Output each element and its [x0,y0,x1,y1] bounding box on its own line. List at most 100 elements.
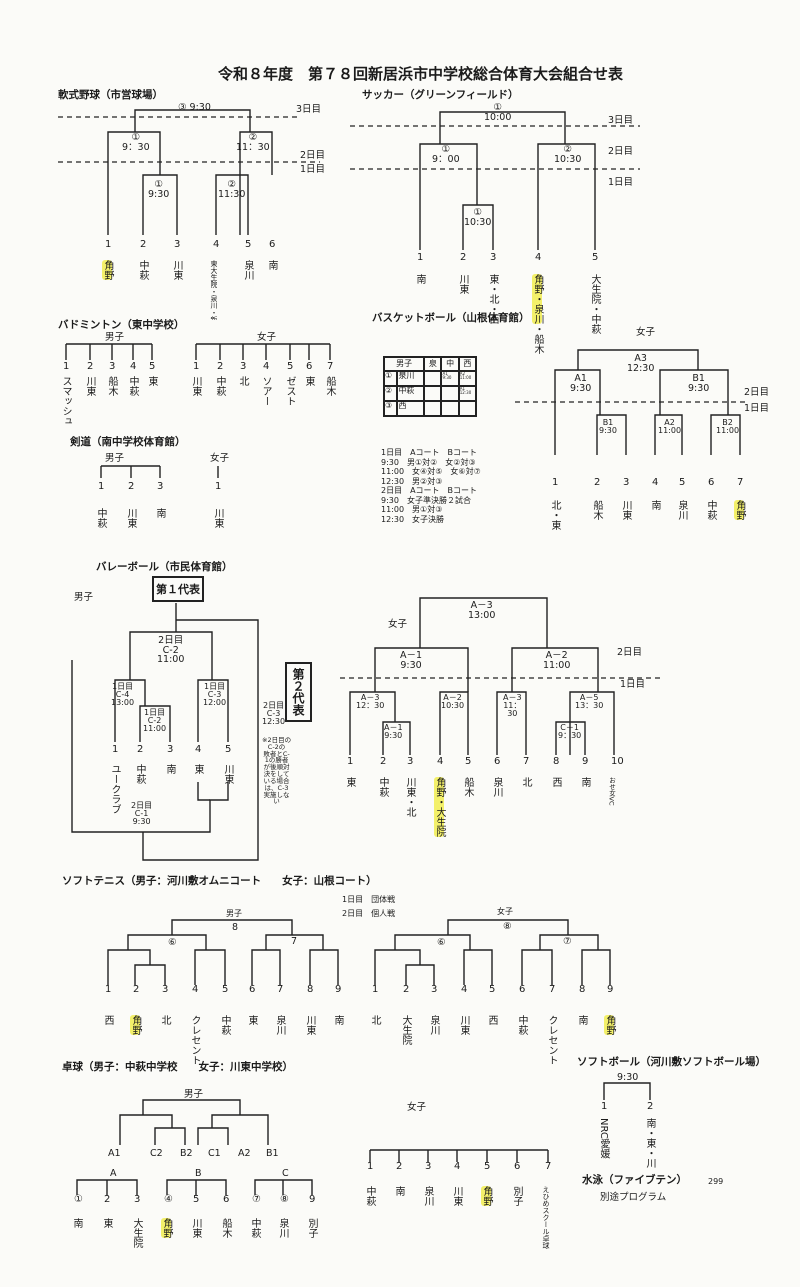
entry-number: 3 [174,239,181,250]
team-name: 角野 [481,1186,492,1206]
team-name: 川東 [222,764,233,784]
schedule-line: 11:00 女④対⑤ 女⑥対⑦ [381,467,481,476]
match-label: A－3 13:00 [468,600,496,621]
entry-number: 2 [380,756,387,767]
match-label: ① 9：30 [122,132,150,153]
entry-number: 2 [104,1194,111,1205]
section-heading-softball: ソフトボール（河川敷ソフトボール場） [577,1056,766,1068]
match-connector [463,949,493,985]
entry-number: 2 [647,1101,654,1112]
match-connector [142,174,178,235]
schedule-line: 12:30 男②対③ [381,476,443,486]
match-connector [239,131,273,235]
entry-number: 9 [607,984,614,995]
team-name: 川東 [620,500,631,520]
table-cell: A1 12:30 [458,386,476,401]
team-name: 泉川 [277,1218,288,1238]
entry-number: 1 [417,252,424,263]
group-letter: A [110,1168,117,1179]
second-representative-box: 第２代表 [285,662,312,722]
match-label: B1 9:30 [688,373,710,394]
match-connector [710,414,741,455]
bracket-line [154,1127,186,1145]
bracket-slot: B1 [266,1148,279,1159]
team-name: NRC愛媛 [598,1118,609,1159]
group-label: 女子 [636,327,656,338]
schedule-line: 9:30 女子準決勝２試合 [381,495,471,505]
match-label: ⑥ [168,937,177,948]
entry-number: 1 [112,744,119,755]
team-name: 角野 [161,1218,172,1238]
bracket-line [382,721,411,755]
match-label: ⑦ [563,936,572,947]
match-connector [374,949,421,985]
bracket-line [439,691,469,755]
entry-number: ⑦ [252,1194,261,1205]
team-name: 西 [102,1015,113,1025]
match-label: A－3 12：30 [356,693,385,710]
team-name: 北 [369,1015,380,1025]
entry-number: 1 [105,239,112,250]
entry-number: 10 [611,756,624,767]
table-cell: 中萩 [397,386,425,401]
team-name: 泉川 [676,500,687,520]
match-label: 1日目 C-4 13:00 [111,682,135,707]
entry-number: ⑧ [280,1194,289,1205]
match-label: 2日目 C-2 11:00 [157,635,185,665]
entry-number: 4 [195,744,202,755]
entry-number: 6 [708,477,715,488]
entry-number: 6 [223,1194,230,1205]
entry-number: 3 [431,984,438,995]
team-name: 泉川 [274,1015,285,1035]
entry-number: 3 [623,477,630,488]
entry-number: 2 [594,477,601,488]
table-cell: ③ [384,401,398,416]
bracket-line [447,919,569,935]
team-name: 泉川 [242,260,253,280]
match-label: C－1 9：30 [558,723,582,740]
group-letter: B [195,1168,202,1179]
team-name: 泉川 [428,1015,439,1035]
day-label: 1日目 [620,679,646,690]
match-label: 7 [291,936,298,947]
section-heading-soccer: サッカー（グリーンフィールド） [362,89,519,101]
team-name: 川東 [304,1015,315,1035]
bracket-line [127,934,207,950]
day-label: 1日目 [300,164,326,175]
match-connector [194,949,226,985]
entry-number: 1 [105,984,112,995]
entry-number: 1 [372,984,379,995]
entry-number: 2 [403,984,410,995]
team-name: 北 [237,376,248,386]
team-name: 中萩 [364,1186,375,1206]
group-label: 男子 [105,453,125,464]
entry-number: 5 [225,744,232,755]
entry-number: 9 [582,756,589,767]
team-name: 川東 [457,274,468,294]
group-letter: C [282,1168,289,1179]
match-label: ② 10:30 [554,144,582,165]
schedule-line: 9:30 男①対② 女②対③ [381,457,476,467]
team-name: 南 [164,764,175,774]
table-cell [424,401,442,416]
team-name: 中萩 [516,1015,527,1035]
table-cell: 西 [397,401,425,416]
match-connector [134,964,166,985]
table-cell: A2 11:00 [458,371,476,386]
team-name: 大生院・中萩 [589,274,600,334]
entry-number: 7 [545,1161,552,1172]
match-label: A－2 10:30 [441,693,465,710]
team-name: 大生院 [131,1218,142,1248]
team-name: 大生院 [400,1015,411,1045]
team-name: 南 [266,260,277,270]
entry-number: 3 [167,744,174,755]
match-label: ③ 9:30 [178,102,211,113]
bracket-slot: C1 [208,1148,221,1159]
team-name: 南 [649,500,660,510]
bracket-line [176,619,259,780]
team-name: 泉川 [422,1186,433,1206]
team-name: 中萩 [137,260,148,280]
day-label: 3日目 [296,104,322,115]
table-cell: 泉川 [397,371,425,386]
entry-number: 5 [287,361,294,372]
